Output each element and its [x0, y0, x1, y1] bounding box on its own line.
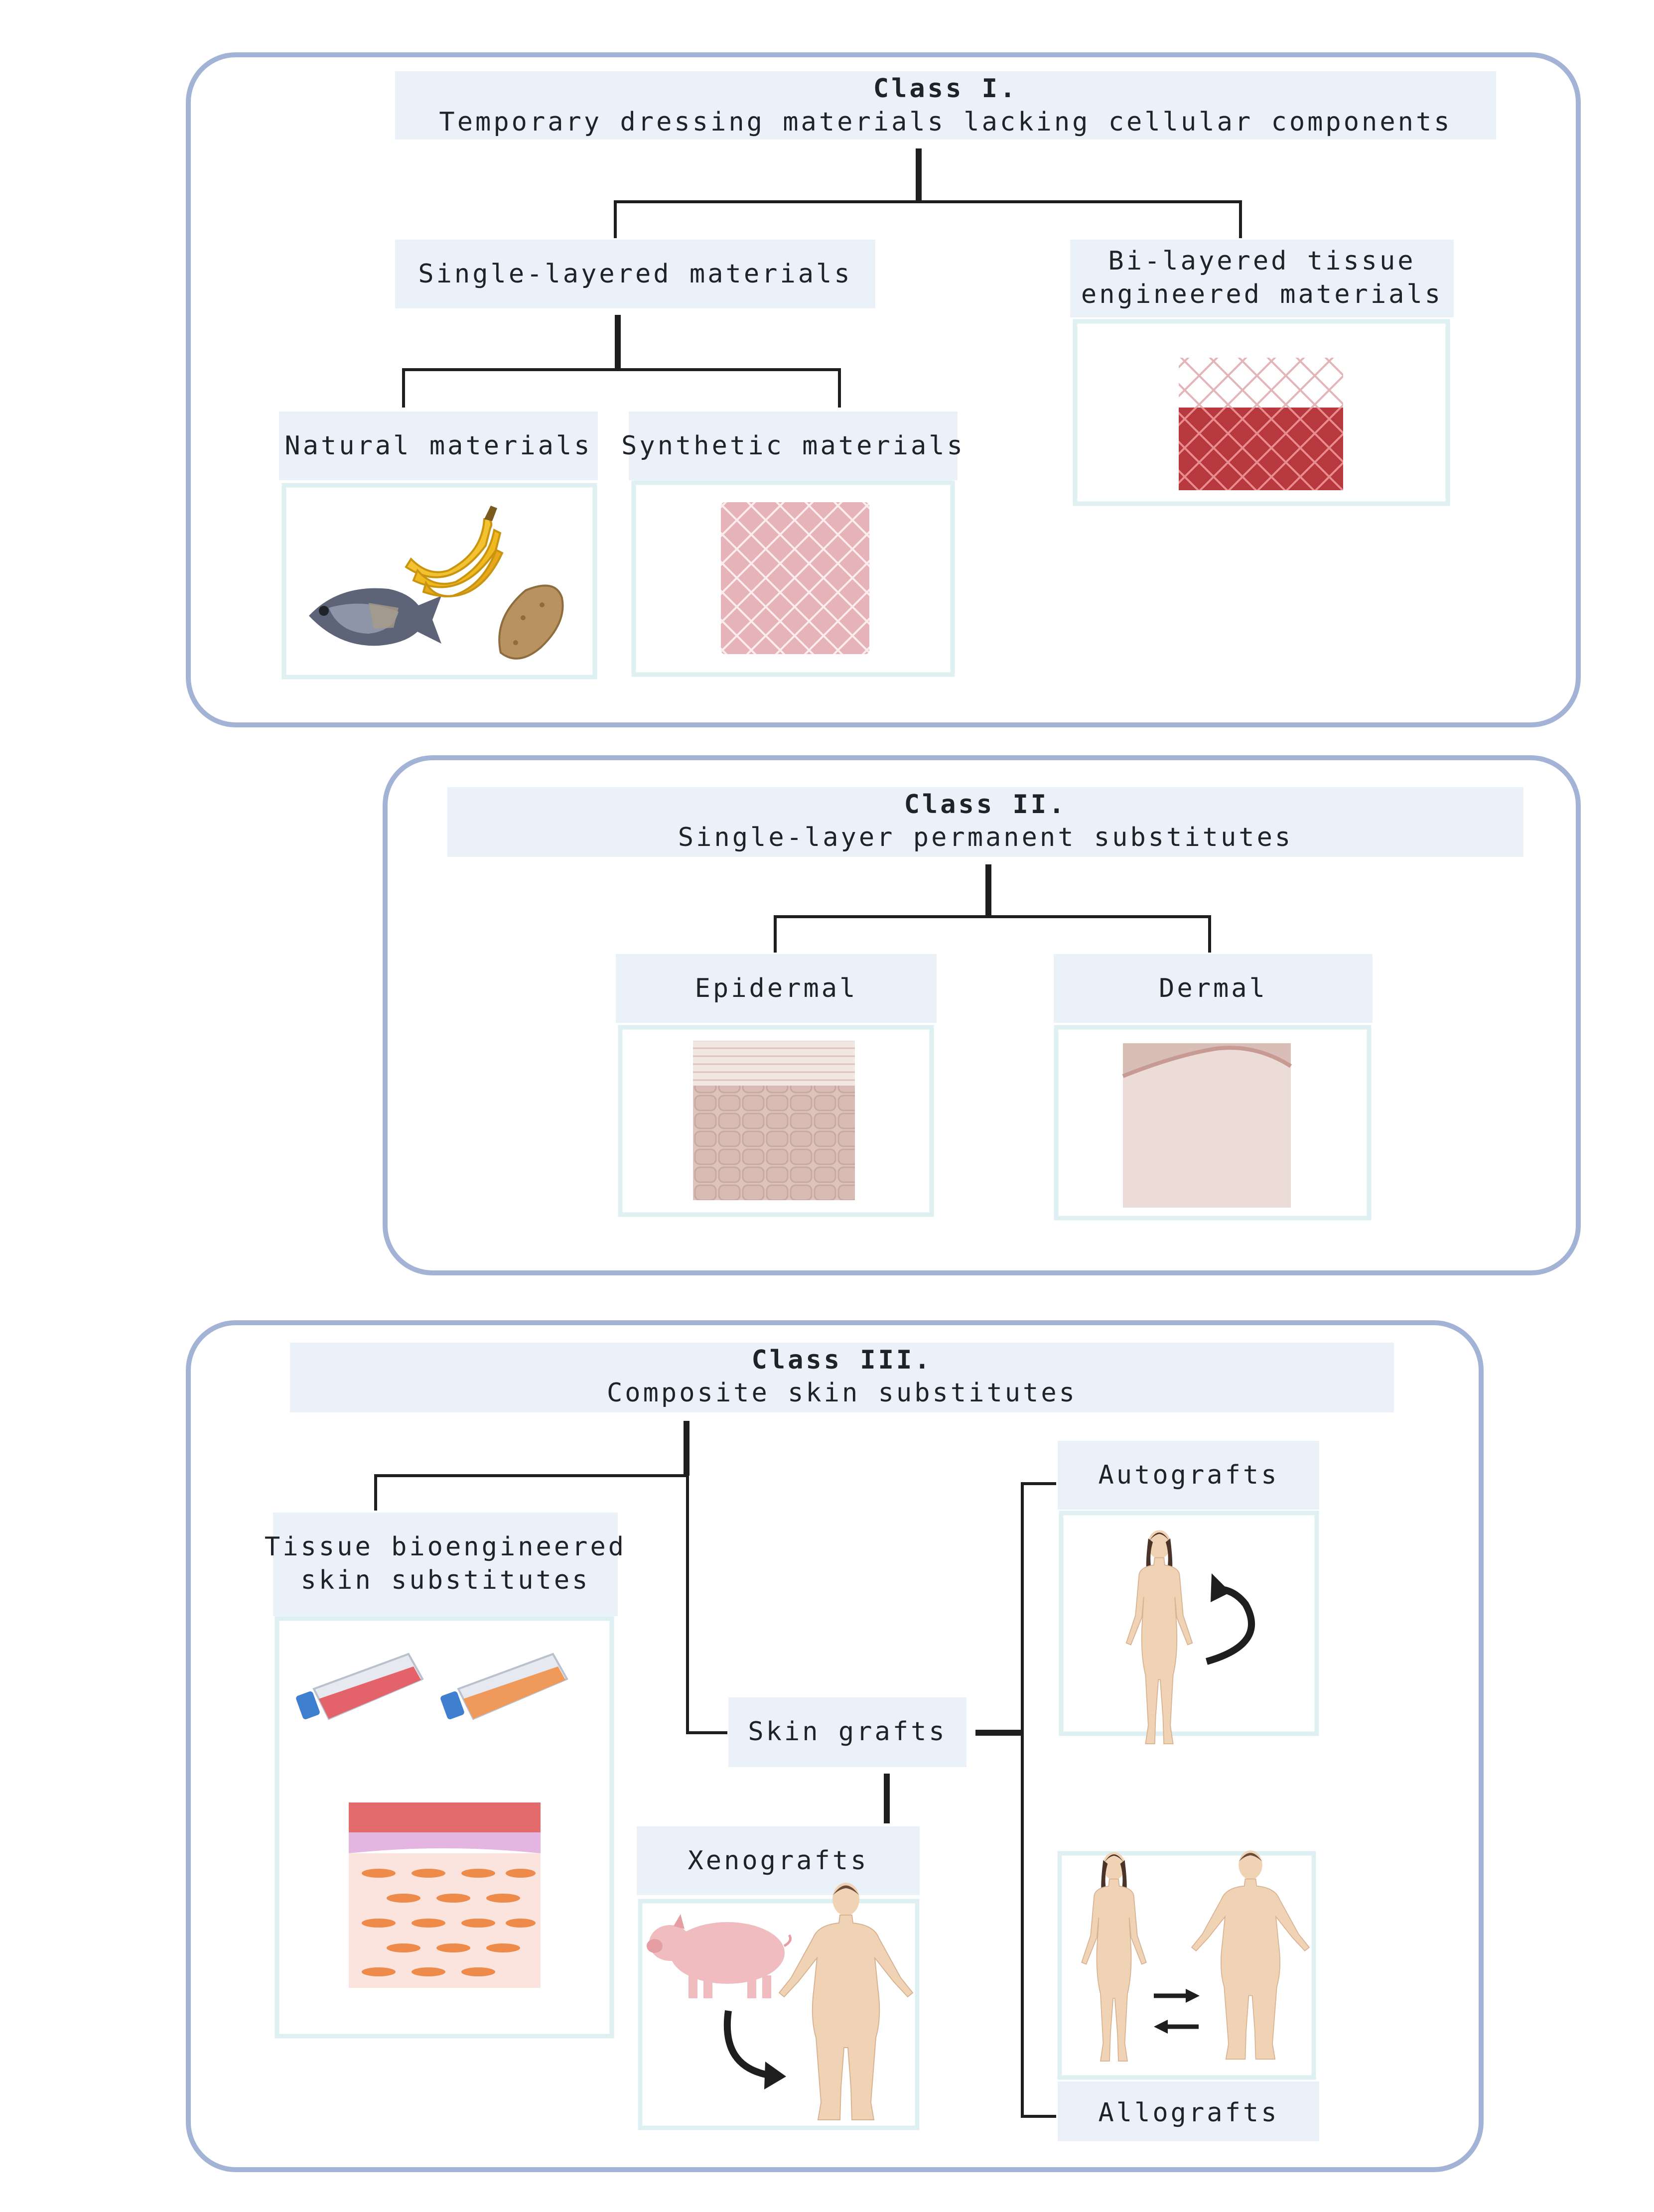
curved-arrow-icon: [723, 2010, 786, 2089]
xenografts-label: Xenografts: [688, 1846, 868, 1876]
autografts-label: Autografts: [1098, 1460, 1279, 1490]
tissue-header: [273, 1513, 618, 1616]
synthetic-label: Synthetic materials: [621, 431, 965, 461]
bilayer-mesh-icon: [1179, 358, 1343, 490]
single-layered-header: [395, 240, 875, 308]
class1-connector: [614, 200, 1242, 238]
xenografts-header: [637, 1826, 920, 1895]
tissue-label-line2: skin substitutes: [301, 1565, 590, 1595]
class2-title: Class II.: [904, 790, 1067, 820]
class1-subtitle: Temporary dressing materials lacking cel…: [439, 107, 1452, 137]
dermal-label: Dermal: [1159, 973, 1267, 1003]
bilayer-label-line2: engineered materials: [1081, 279, 1443, 309]
autografts-header: [1058, 1441, 1319, 1510]
class1-title: Class I.: [873, 74, 1018, 104]
tissue-construct-icon: [349, 1802, 541, 1988]
class3-panel: [186, 1320, 1484, 2172]
class2-panel: [383, 755, 1581, 1275]
class2-header: [447, 787, 1523, 857]
synthetic-mesh-icon: [721, 502, 869, 654]
dermal-header: [1054, 954, 1373, 1023]
class1-header: [395, 71, 1496, 139]
synthetic-header: [629, 412, 958, 480]
exchange-arrows-icon: [1154, 1989, 1200, 2034]
skin-grafts-label: Skin grafts: [748, 1717, 947, 1747]
cell-culture-flask-icon: [296, 1653, 424, 1720]
pig-icon: [647, 1914, 792, 1998]
epidermal-header: [616, 954, 937, 1023]
bilayer-header: [1070, 240, 1454, 317]
class3-title: Class III.: [751, 1345, 932, 1375]
epidermis-icon: [693, 1041, 855, 1200]
natural-header: [279, 412, 598, 480]
epidermal-label: Epidermal: [695, 973, 858, 1003]
class3-connector-left: [374, 1474, 727, 1734]
single-layered-connector: [402, 368, 841, 408]
banana-icon: [405, 506, 504, 597]
natural-image-box: [281, 483, 597, 680]
skin-grafts-connector-right: [1021, 1482, 1056, 2118]
tissue-label-line1: Tissue bioengineered: [265, 1532, 626, 1562]
class3-header: [290, 1343, 1394, 1412]
fish-icon: [309, 588, 441, 646]
skin-grafts-header: [728, 1697, 966, 1767]
cell-culture-flask-icon-2: [440, 1653, 568, 1720]
single-layered-label: Single-layered materials: [418, 259, 852, 289]
allografts-header: [1058, 2081, 1319, 2141]
natural-label: Natural materials: [284, 431, 592, 461]
class3-subtitle: Composite skin substitutes: [607, 1378, 1077, 1408]
class2-subtitle: Single-layer permanent substitutes: [678, 823, 1293, 852]
allografts-label: Allografts: [1098, 2098, 1279, 2128]
class2-connector: [774, 915, 1211, 953]
potato-icon: [498, 584, 564, 660]
bilayer-label-line1: Bi-layered tissue: [1108, 246, 1415, 276]
autografts-image-box: [1059, 1511, 1319, 1736]
circular-arrow-icon: [1206, 1573, 1255, 1665]
dermis-icon: [1122, 1043, 1292, 1208]
class1-panel: [186, 52, 1581, 727]
